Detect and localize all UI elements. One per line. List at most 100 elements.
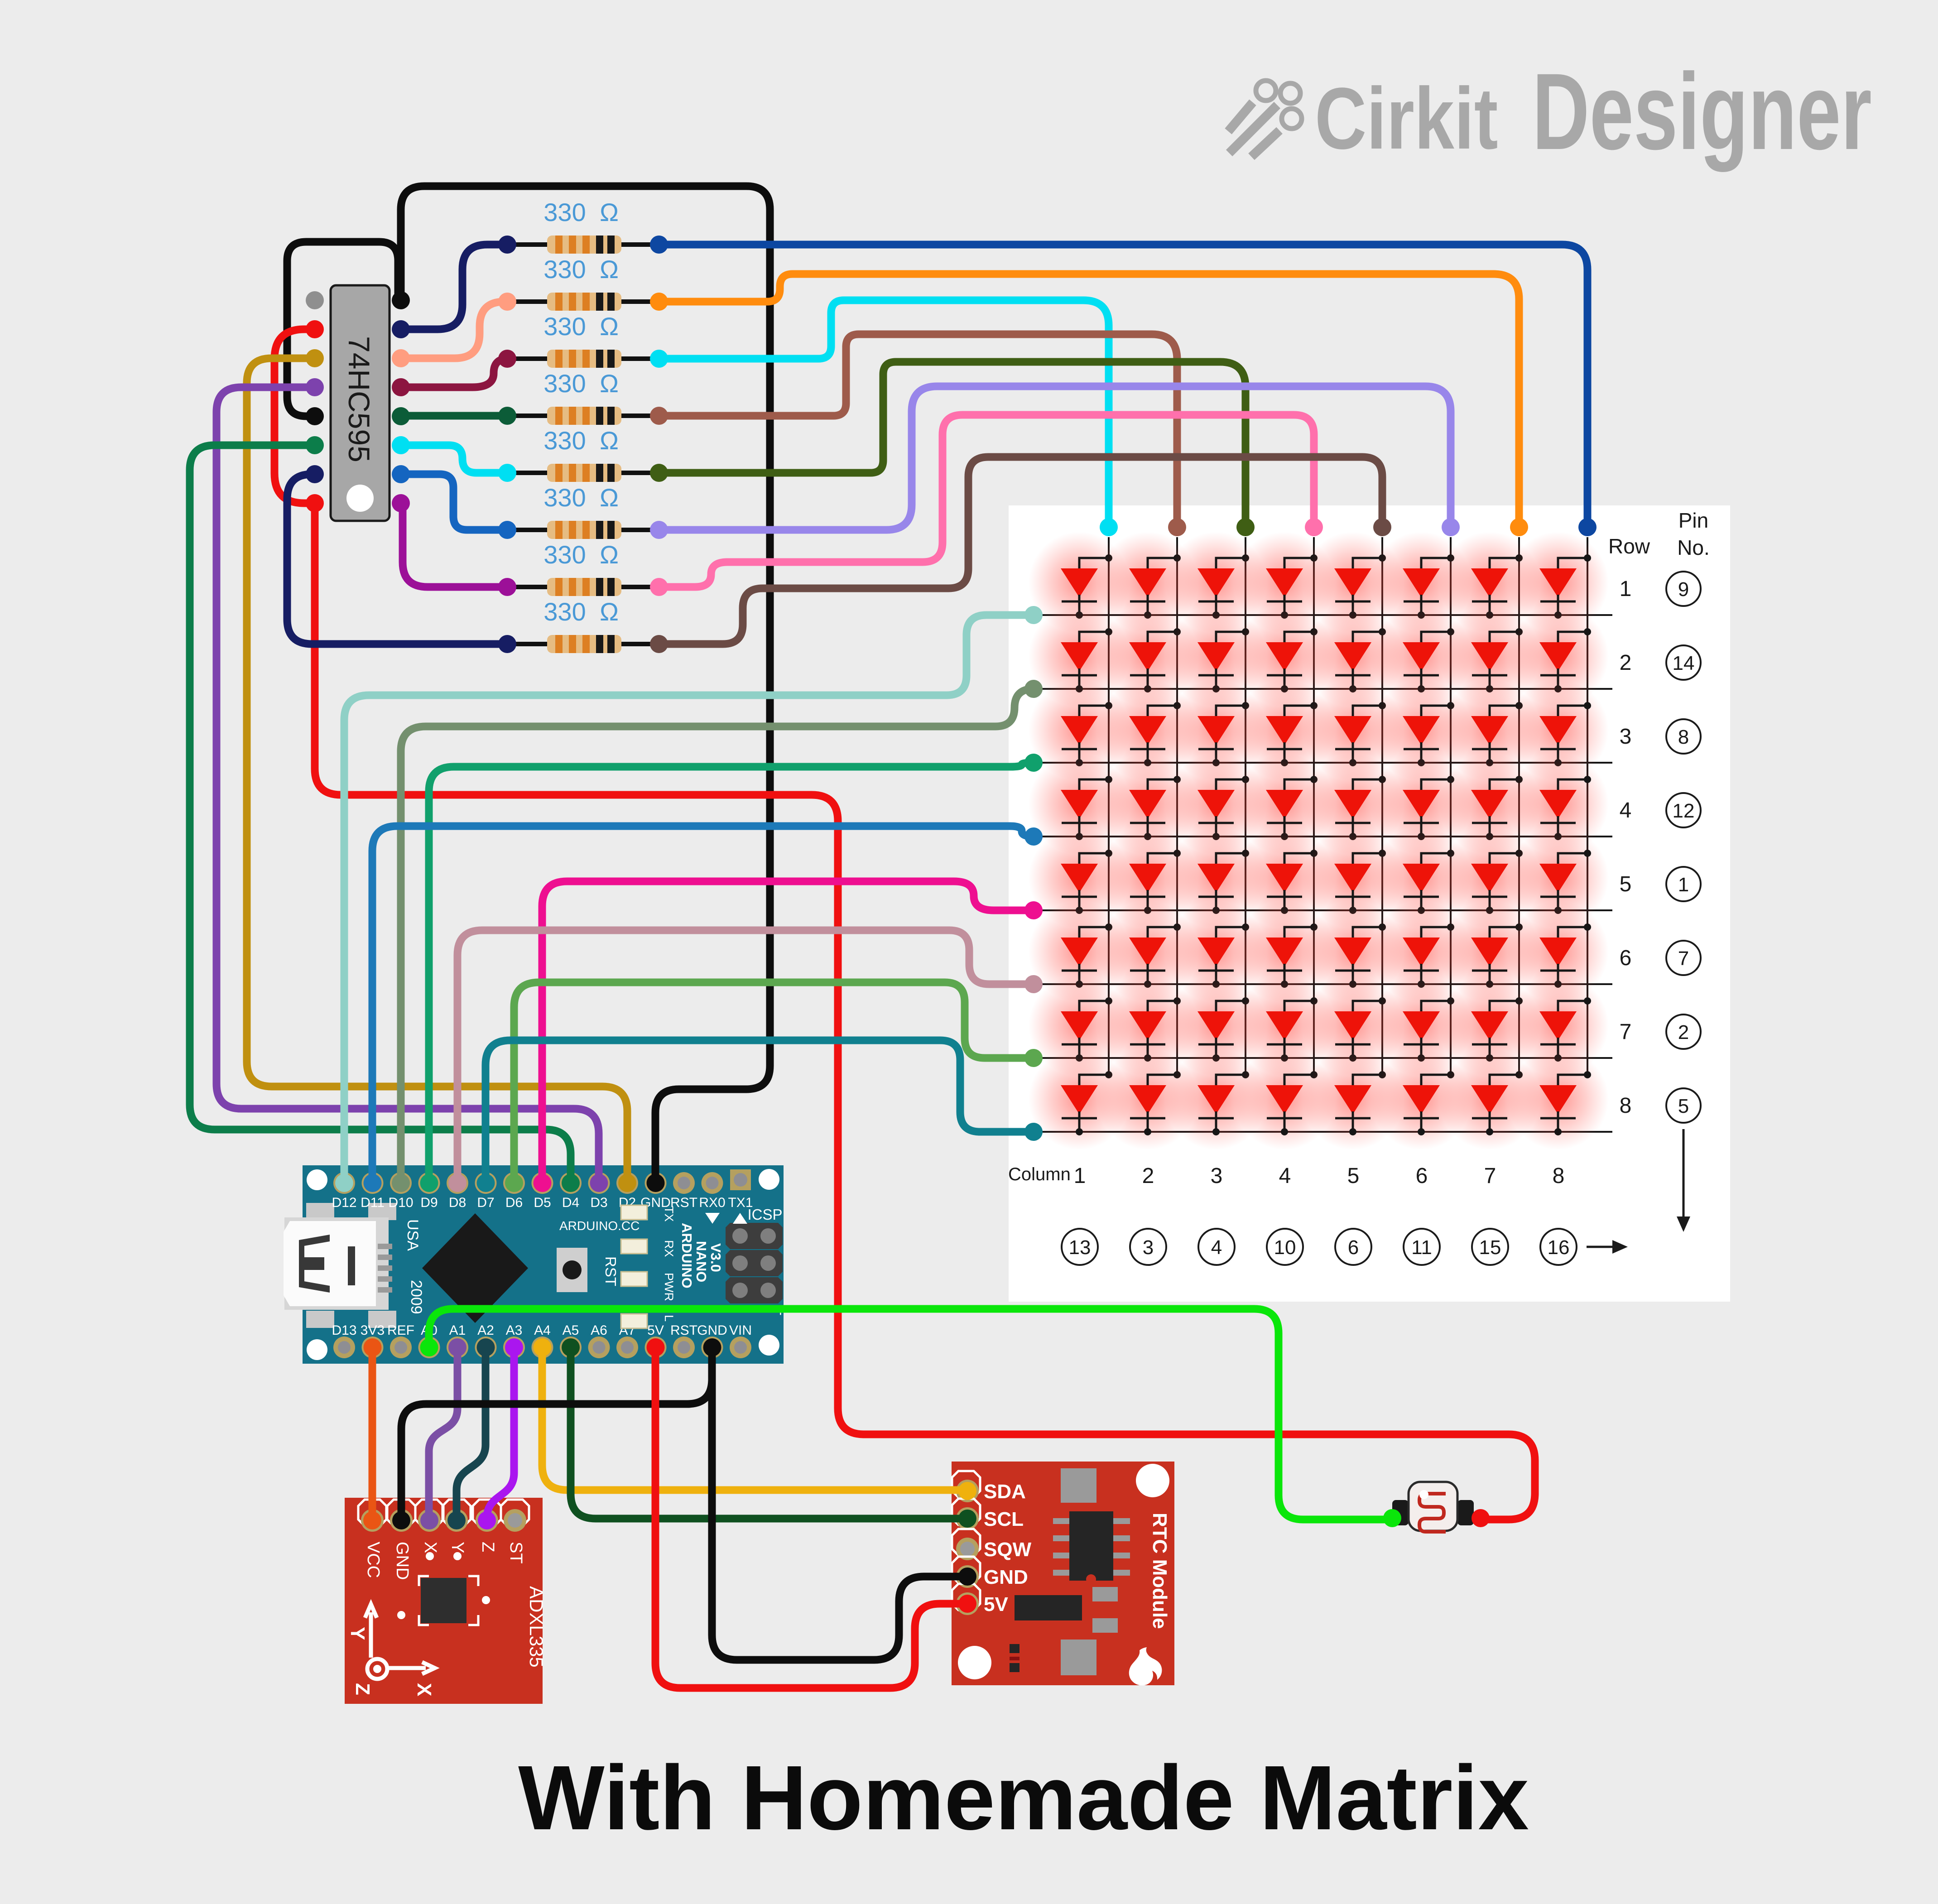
svg-text:REF: REF [387, 1323, 414, 1338]
svg-text:330: 330 [543, 198, 586, 226]
svg-text:Ω: Ω [600, 540, 619, 569]
svg-text:D3: D3 [590, 1195, 607, 1210]
svg-text:13: 13 [1069, 1236, 1091, 1259]
svg-text:Ω: Ω [600, 198, 619, 226]
svg-text:A2: A2 [477, 1323, 494, 1338]
svg-text:7: 7 [1678, 947, 1689, 970]
svg-text:10: 10 [1274, 1236, 1296, 1259]
svg-text:PWR: PWR [662, 1273, 676, 1301]
svg-text:330: 330 [543, 369, 586, 398]
svg-text:330: 330 [543, 426, 586, 455]
svg-text:6: 6 [1416, 1164, 1428, 1188]
svg-text:D10: D10 [388, 1195, 413, 1210]
svg-text:VIN: VIN [729, 1323, 752, 1338]
svg-text:D7: D7 [477, 1195, 494, 1210]
svg-text:X: X [413, 1683, 435, 1696]
svg-text:RX: RX [662, 1240, 676, 1257]
svg-text:RTC Module: RTC Module [1149, 1513, 1171, 1629]
svg-text:5V: 5V [984, 1593, 1008, 1616]
svg-text:5: 5 [1620, 872, 1632, 896]
svg-text:11: 11 [1411, 1236, 1432, 1259]
svg-text:SQW: SQW [984, 1539, 1032, 1561]
svg-text:16: 16 [1548, 1236, 1570, 1259]
svg-text:3: 3 [1143, 1236, 1154, 1259]
svg-text:TX: TX [662, 1206, 676, 1222]
svg-text:GND: GND [393, 1542, 412, 1580]
svg-text:No.: No. [1677, 536, 1710, 559]
svg-text:2: 2 [1678, 1021, 1689, 1043]
svg-text:D11: D11 [361, 1195, 385, 1210]
svg-text:1: 1 [1678, 874, 1689, 896]
svg-text:ADXL335: ADXL335 [526, 1586, 547, 1668]
svg-text:Ω: Ω [600, 597, 619, 626]
svg-text:Row: Row [1608, 534, 1650, 558]
svg-text:D12: D12 [332, 1195, 356, 1210]
svg-text:Ω: Ω [600, 426, 619, 455]
svg-text:4: 4 [1279, 1164, 1291, 1188]
svg-text:A5: A5 [563, 1323, 579, 1338]
svg-text:ARDUINO.CC: ARDUINO.CC [559, 1219, 640, 1233]
svg-text:RST: RST [602, 1256, 619, 1286]
svg-text:4: 4 [1620, 798, 1632, 822]
svg-text:D5: D5 [534, 1195, 551, 1210]
svg-text:5: 5 [1347, 1164, 1360, 1188]
svg-text:Cirkit: Cirkit [1315, 70, 1498, 167]
svg-text:V3.0: V3.0 [708, 1243, 724, 1272]
svg-text:330: 330 [543, 483, 586, 512]
svg-text:GND: GND [697, 1323, 727, 1338]
svg-text:Ω: Ω [600, 255, 619, 284]
svg-text:6: 6 [1620, 946, 1632, 970]
svg-text:Ω: Ω [600, 312, 619, 341]
svg-text:D4: D4 [562, 1195, 579, 1210]
svg-text:USA: USA [404, 1219, 421, 1251]
svg-text:8: 8 [1678, 726, 1689, 748]
svg-text:330: 330 [543, 312, 586, 341]
svg-text:330: 330 [543, 597, 586, 626]
svg-text:4: 4 [1211, 1236, 1222, 1259]
svg-text:A3: A3 [506, 1323, 523, 1338]
svg-text:14: 14 [1673, 652, 1695, 674]
svg-text:D13: D13 [332, 1323, 356, 1338]
svg-text:Z: Z [351, 1683, 374, 1695]
svg-text:ST: ST [506, 1542, 525, 1564]
svg-text:Ω: Ω [600, 483, 619, 512]
svg-text:RX0: RX0 [699, 1195, 725, 1210]
svg-text:15: 15 [1479, 1236, 1501, 1259]
svg-text:5V: 5V [647, 1323, 664, 1338]
svg-text:330: 330 [543, 255, 586, 284]
svg-text:Y: Y [448, 1542, 467, 1553]
svg-text:2: 2 [1142, 1164, 1154, 1188]
svg-text:3: 3 [1620, 725, 1632, 749]
svg-text:2: 2 [1620, 651, 1632, 675]
svg-text:7: 7 [1484, 1164, 1496, 1188]
svg-text:TX1: TX1 [728, 1195, 753, 1210]
svg-text:3: 3 [1211, 1164, 1223, 1188]
svg-text:74HC595: 74HC595 [342, 336, 376, 462]
svg-text:D6: D6 [505, 1195, 523, 1210]
svg-text:A6: A6 [591, 1323, 607, 1338]
svg-text:A1: A1 [449, 1323, 466, 1338]
svg-text:SCL: SCL [984, 1508, 1024, 1530]
svg-text:A4: A4 [534, 1323, 551, 1338]
svg-text:D8: D8 [449, 1195, 466, 1210]
svg-text:5: 5 [1678, 1095, 1689, 1117]
svg-text:RST: RST [670, 1195, 697, 1210]
svg-text:2009: 2009 [408, 1280, 425, 1314]
svg-text:3V3: 3V3 [361, 1323, 385, 1338]
svg-text:8: 8 [1620, 1094, 1632, 1118]
svg-text:Column: Column [1008, 1164, 1071, 1184]
svg-text:GND: GND [984, 1566, 1028, 1588]
svg-text:L: L [662, 1315, 676, 1322]
svg-text:With Homemade Matrix: With Homemade Matrix [518, 1746, 1529, 1849]
svg-text:12: 12 [1673, 800, 1695, 822]
svg-text:Designer: Designer [1532, 51, 1872, 172]
svg-text:RST: RST [670, 1323, 697, 1338]
svg-text:NANO: NANO [693, 1241, 709, 1282]
svg-text:9: 9 [1678, 578, 1689, 601]
svg-text:VCC: VCC [364, 1542, 383, 1578]
svg-text:Z: Z [478, 1542, 497, 1552]
svg-text:Pin: Pin [1678, 509, 1708, 532]
svg-text:Y: Y [346, 1627, 369, 1640]
svg-text:X: X [421, 1542, 440, 1553]
svg-text:Ω: Ω [600, 369, 619, 398]
